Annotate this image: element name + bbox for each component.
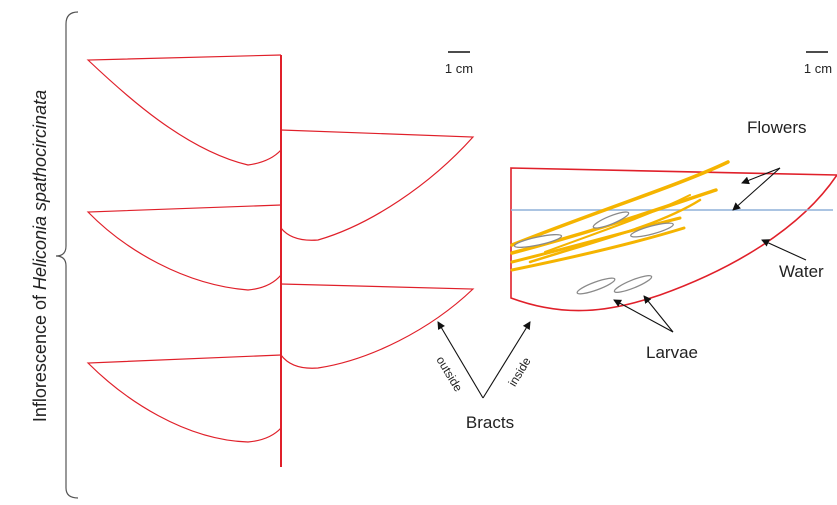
larvae-label: Larvae: [646, 343, 698, 362]
flower: [528, 198, 702, 264]
bract-right-2: [280, 283, 475, 369]
bracts-label: Bracts: [466, 413, 514, 432]
inflorescence-label-prefix: Inflorescence of: [30, 290, 50, 422]
inside-label: inside: [505, 355, 533, 389]
flower: [544, 194, 691, 253]
larva: [630, 222, 674, 238]
larvae-arrow: [643, 295, 674, 333]
larva: [592, 211, 630, 229]
water-label: Water: [779, 262, 824, 281]
flower: [510, 226, 686, 272]
flowers-arrow: [732, 167, 781, 211]
larva: [613, 274, 653, 294]
inflorescence-brace: [55, 11, 79, 499]
species-name: Heliconia spathocircinata: [30, 90, 50, 290]
inflorescence-label: Inflorescence of Heliconia spathocircina…: [30, 90, 50, 422]
scale-label-right: 1 cm: [804, 61, 832, 76]
bract-right-1: [280, 129, 475, 241]
inside-arrow: [482, 321, 531, 399]
enlarged-bract-outline: [510, 167, 837, 312]
water-arrow: [761, 239, 807, 261]
annotation-arrows: [437, 167, 807, 399]
bract-left-1: [86, 54, 282, 166]
larva: [576, 277, 616, 295]
flowers-arrow: [741, 167, 781, 185]
flower: [510, 160, 730, 247]
outside-arrow: [437, 321, 484, 399]
scale-label-left: 1 cm: [445, 61, 473, 76]
larva: [513, 234, 563, 248]
bract-left-2: [86, 204, 282, 291]
flowers-group: [510, 160, 730, 272]
larvae-arrow: [613, 299, 674, 333]
flowers-label: Flowers: [747, 118, 807, 137]
bract-left-3: [86, 354, 282, 443]
larvae-group: [513, 211, 674, 295]
